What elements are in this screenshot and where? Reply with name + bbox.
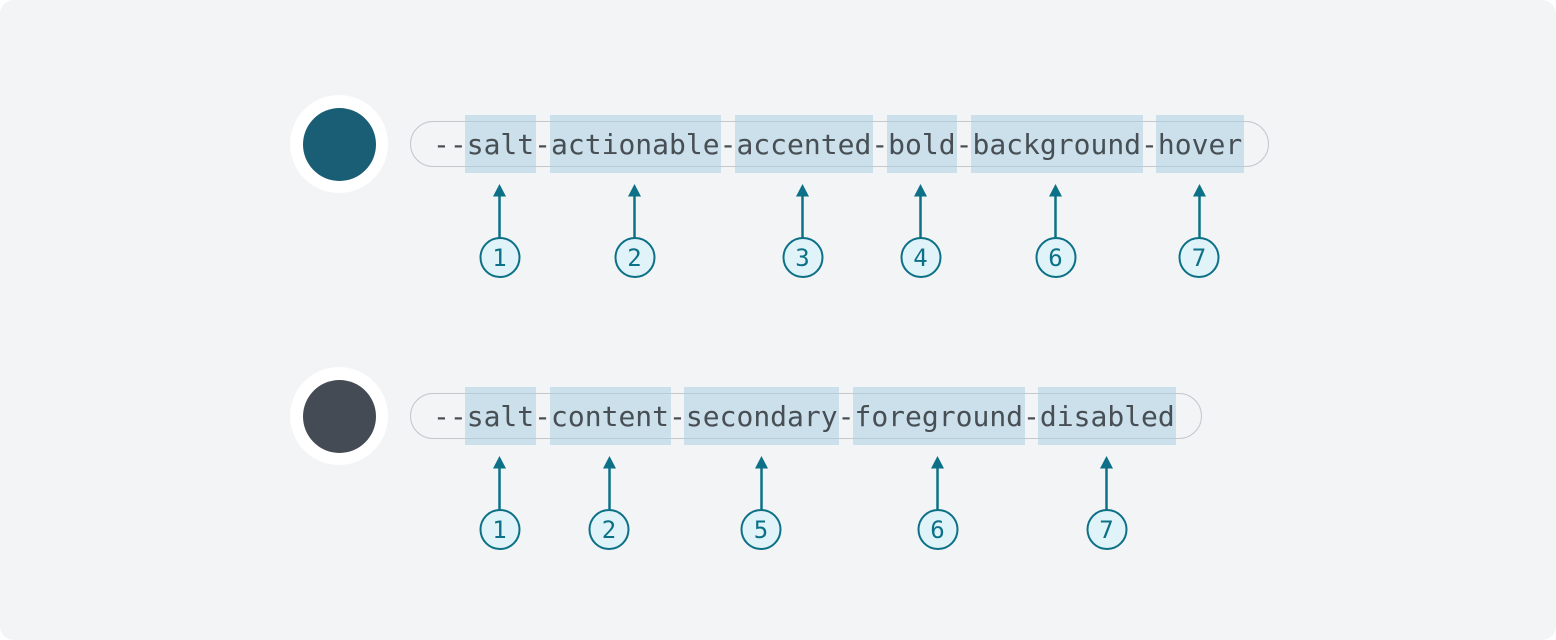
token-prefix: --: [433, 399, 467, 433]
segment-number-badge: 7: [1178, 237, 1220, 278]
up-arrow-icon: [493, 456, 506, 510]
token-pill: --salt-actionable-accented-bold-backgrou…: [410, 121, 1270, 167]
segment-callout: 4: [900, 184, 941, 278]
segment-callout: 2: [588, 456, 630, 550]
token-segment: foreground: [854, 399, 1024, 433]
segment-callout: 2: [614, 184, 655, 278]
token-separator: -: [837, 399, 855, 433]
segment-callout: 6: [1035, 184, 1076, 278]
color-swatch-fill: [302, 379, 376, 453]
segment-number-badge: 4: [900, 237, 941, 278]
token-separator: -: [1023, 399, 1040, 433]
up-arrow-icon: [628, 184, 641, 238]
segment-number-badge: 1: [479, 237, 520, 278]
segment-number-badge: 3: [782, 237, 823, 278]
token-separator: -: [534, 399, 552, 433]
token-segment: secondary: [685, 399, 838, 433]
token-segment: actionable: [551, 127, 720, 161]
token-separator: -: [719, 127, 737, 161]
token-separator: -: [1141, 127, 1158, 161]
up-arrow-icon: [1100, 456, 1113, 510]
segment-number-badge: 1: [479, 509, 520, 550]
segment-number-badge: 7: [1086, 509, 1127, 550]
segment-callout: 7: [1086, 456, 1127, 550]
token-separator: -: [871, 127, 889, 161]
token-separator: -: [669, 399, 686, 433]
segment-callout: 7: [1178, 184, 1220, 278]
token-segment: bold: [888, 127, 956, 161]
up-arrow-icon: [754, 456, 768, 510]
segment-callouts: 1 2 5 6 7: [410, 456, 1202, 552]
token-row: --salt-actionable-accented-bold-backgrou…: [290, 95, 1270, 278]
token-prefix: --: [433, 127, 467, 161]
segment-callout: 3: [782, 184, 823, 278]
up-arrow-icon: [602, 456, 616, 510]
segment-callout: 1: [479, 184, 520, 278]
segment-callout: 5: [740, 456, 782, 550]
token-row: --salt-content-secondary-foreground-disa…: [290, 367, 1202, 550]
up-arrow-icon: [1049, 184, 1062, 238]
segment-number-badge: 5: [740, 509, 782, 550]
segment-number-badge: 6: [917, 509, 958, 550]
token-segment: accented: [736, 127, 872, 161]
token-segment: salt: [466, 127, 535, 161]
segment-callout: 6: [917, 456, 958, 550]
up-arrow-icon: [796, 184, 809, 238]
token-separator: -: [955, 127, 973, 161]
segment-number-badge: 2: [588, 509, 630, 550]
token-pill: --salt-content-secondary-foreground-disa…: [410, 393, 1202, 439]
token-segment: hover: [1157, 127, 1243, 161]
up-arrow-icon: [914, 184, 927, 238]
token-segment: disabled: [1039, 399, 1175, 433]
up-arrow-icon: [931, 456, 944, 510]
segment-callouts: 1 2 3 4 6 7: [410, 184, 1269, 280]
token-segment: salt: [466, 399, 535, 433]
segment-number-badge: 6: [1035, 237, 1076, 278]
up-arrow-icon: [1192, 184, 1206, 238]
color-swatch-fill: [302, 107, 376, 181]
token-block: --salt-actionable-accented-bold-backgrou…: [410, 95, 1270, 278]
color-swatch: [290, 367, 388, 465]
token-segment: background: [972, 127, 1142, 161]
up-arrow-icon: [493, 184, 506, 238]
token-block: --salt-content-secondary-foreground-disa…: [410, 367, 1202, 550]
segment-number-badge: 2: [614, 237, 655, 278]
token-segment: content: [551, 399, 670, 433]
color-swatch: [290, 95, 388, 193]
segment-callout: 1: [479, 456, 520, 550]
token-separator: -: [534, 127, 552, 161]
